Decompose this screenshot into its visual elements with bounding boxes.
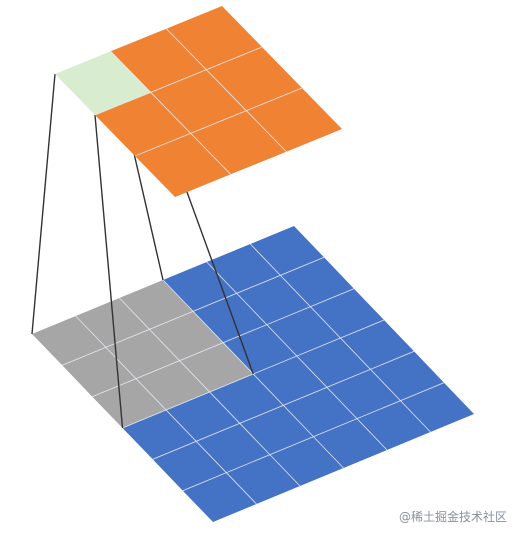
output-grid-line — [166, 28, 287, 152]
input-feature-map — [32, 226, 474, 522]
output-grid-line — [94, 46, 263, 116]
input-grid-line — [152, 350, 415, 460]
output-cell — [166, 6, 262, 70]
output-cell — [150, 69, 247, 134]
input-grid-line — [92, 288, 355, 398]
output-grid-line — [110, 51, 231, 175]
output-cell — [95, 92, 191, 156]
output-highlight-cell — [55, 51, 151, 115]
output-cell — [206, 47, 302, 111]
watermark-text: @稀土掘金技术社区 — [398, 510, 507, 524]
output-grid-line — [134, 87, 303, 157]
input-grid-line — [61, 256, 325, 366]
output-feature-map — [55, 6, 342, 197]
connector-line — [31, 73, 56, 335]
output-cell — [110, 28, 207, 93]
connector-line — [94, 114, 124, 429]
output-cell — [246, 88, 342, 152]
output-cell — [190, 110, 287, 175]
input-grid-line — [182, 382, 445, 492]
output-cell — [135, 133, 231, 197]
